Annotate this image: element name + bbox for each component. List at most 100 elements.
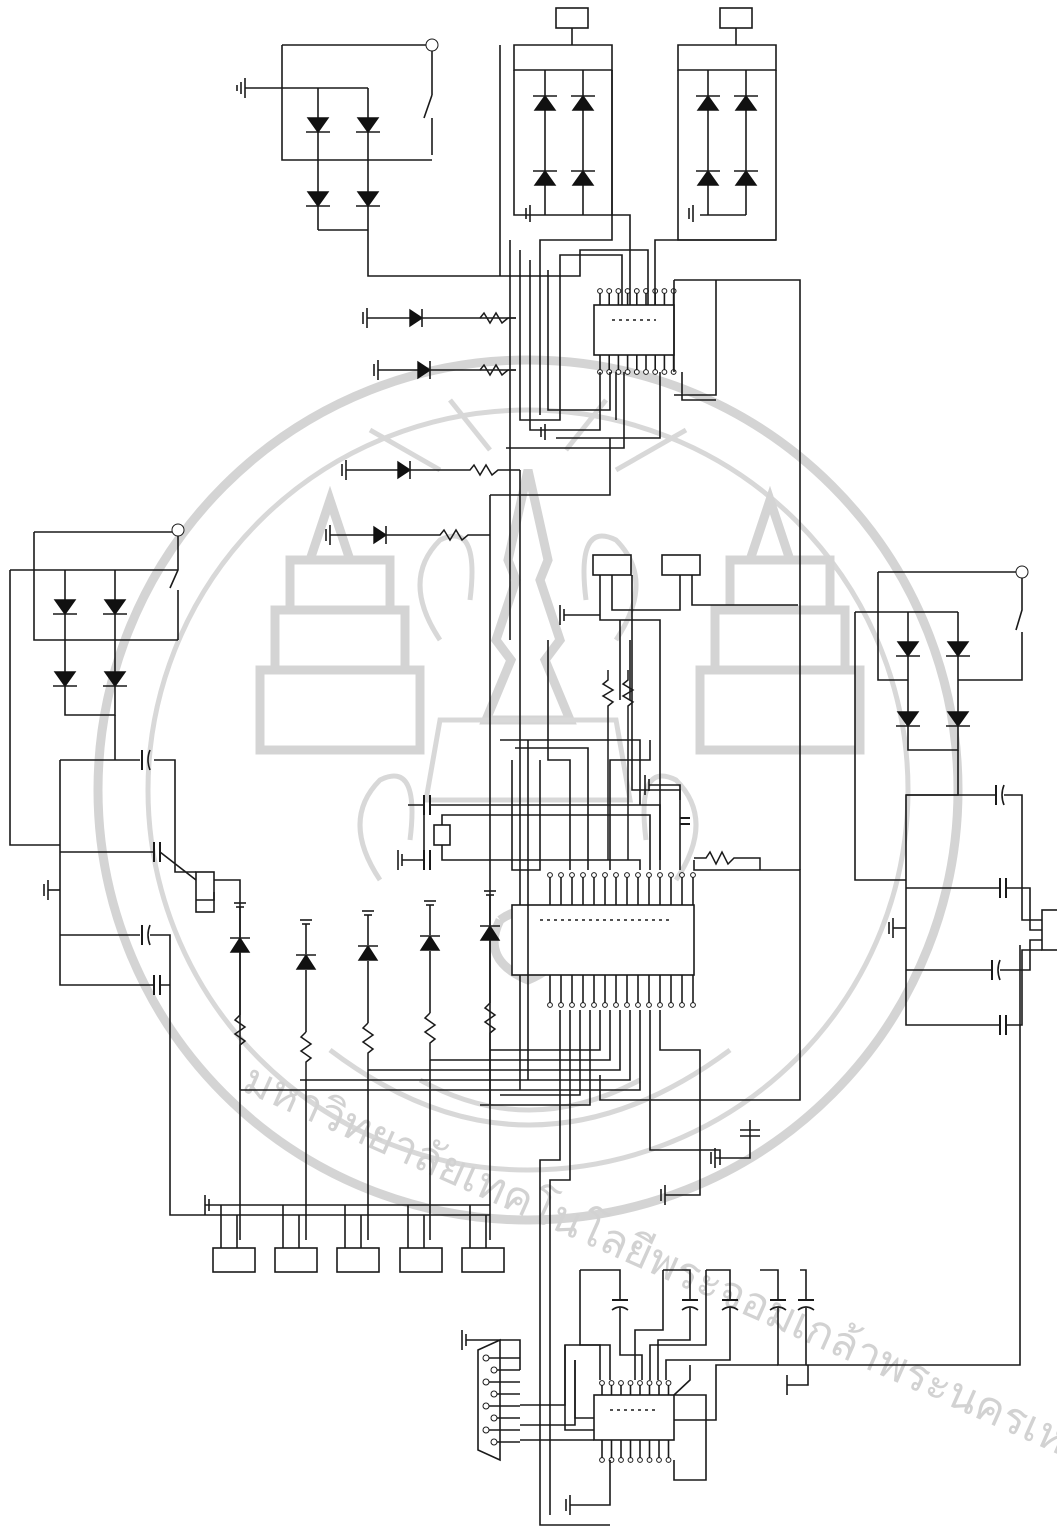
- ic-pin-head: [679, 872, 685, 878]
- relay-connectors: [204, 1195, 505, 1273]
- capacitor-icon: [611, 1306, 629, 1311]
- ic-pin-head: [635, 872, 641, 878]
- ic-pin-head: [597, 288, 603, 294]
- resistor-icon: [361, 1022, 375, 1070]
- serial-ic: [564, 1269, 815, 1515]
- ic-pin-head: [613, 872, 619, 878]
- input-connector: [719, 7, 753, 29]
- input-connector: [555, 7, 589, 29]
- ic-pin-head: [580, 1002, 586, 1008]
- bridge-rectifier-top-right: [677, 7, 777, 241]
- ic-pin-head: [624, 369, 631, 375]
- ic-pin-head: [602, 872, 608, 878]
- db9-pin: [482, 1402, 490, 1410]
- led-icon: [362, 308, 516, 328]
- ic-pin-head: [656, 1380, 662, 1386]
- db9-serial-connector: [461, 1330, 601, 1462]
- led-icon: [341, 460, 520, 480]
- ic-pin-head: [646, 1002, 652, 1008]
- ic-pin-head: [668, 1002, 674, 1008]
- ic-pin-head: [608, 1380, 615, 1386]
- terminal-icon: [171, 523, 185, 537]
- ic-pin-head: [599, 1380, 605, 1386]
- ic-pin-head: [633, 288, 640, 294]
- ic-pin-head: [599, 1457, 605, 1463]
- ic-pin-head: [668, 872, 674, 878]
- capacitor-icon: [797, 1306, 815, 1311]
- relay-connector: [336, 1247, 380, 1273]
- db9-pin: [490, 1366, 498, 1374]
- ic-pin-head: [547, 1002, 553, 1008]
- led-icon: [357, 944, 379, 961]
- ic-pin-head: [606, 288, 613, 294]
- driver-ic-top: [480, 45, 801, 870]
- relay-lead: [469, 1205, 487, 1248]
- ic-pin-head: [633, 369, 640, 375]
- ic-pin-head: [656, 1457, 662, 1463]
- ic-pin-head: [580, 872, 586, 878]
- sensor-led-chain: [295, 919, 317, 1240]
- ic-pin-head: [646, 1457, 653, 1463]
- ic-pin-head: [624, 1002, 630, 1008]
- voltage-regulator: [1041, 909, 1057, 951]
- ic-pin-head: [637, 1457, 643, 1463]
- ic-pin-head: [646, 1380, 653, 1386]
- ic-pin-head: [624, 872, 630, 878]
- ic-pin-head: [618, 1457, 624, 1463]
- input-sensor-leds: [229, 890, 501, 1240]
- bridge-rectifier-top-center: [513, 7, 613, 222]
- led-icon: [419, 934, 441, 951]
- ic-pin-head: [627, 1380, 634, 1386]
- resistor-icon: [483, 1002, 497, 1050]
- relay-connector: [399, 1247, 443, 1273]
- led-icon: [295, 953, 317, 970]
- ic-pin-head: [558, 1002, 564, 1008]
- led-icon: [229, 936, 251, 953]
- ic-pin-head: [665, 1457, 672, 1463]
- ic-pin-head: [652, 369, 659, 375]
- db9-pin: [490, 1390, 498, 1398]
- ic-pin-head: [547, 872, 553, 878]
- capacitor-icon: [769, 1306, 787, 1311]
- ic-pin-head: [635, 1002, 641, 1008]
- sensor-led-chain: [357, 910, 379, 1240]
- voltage-regulator: [195, 871, 215, 913]
- db9-pin: [482, 1378, 490, 1386]
- ic-pin-head: [618, 1380, 624, 1386]
- sensor-led-chain: [229, 902, 251, 1240]
- ic-pin-head: [569, 1002, 575, 1008]
- resistor-icon: [423, 1012, 437, 1060]
- relay-lead: [282, 1205, 300, 1248]
- crystal-oscillator: [397, 795, 661, 870]
- ic-pin-head: [679, 1002, 685, 1008]
- relay-connector: [461, 1247, 505, 1273]
- ic-pin-head: [665, 1380, 672, 1386]
- relay-connector: [274, 1247, 318, 1273]
- relay-connector: [212, 1247, 256, 1273]
- capacitor-icon: [681, 1306, 699, 1311]
- ic-pin-head: [661, 369, 668, 375]
- chip-label-marks: [540, 319, 670, 1411]
- ic-pin-head: [657, 1002, 663, 1008]
- led-icon: [479, 924, 501, 941]
- ic-pin-head: [643, 369, 649, 375]
- relay-lead: [220, 1205, 238, 1248]
- ic-pin-head: [591, 1002, 597, 1008]
- reset-circuit: [559, 554, 798, 870]
- ic-pin-head: [690, 1002, 696, 1008]
- db9-pin: [482, 1426, 490, 1434]
- ic-pin-head: [613, 1002, 619, 1008]
- ic-pin-head: [646, 872, 652, 878]
- ic-pin-head: [627, 1457, 634, 1463]
- resistor-icon: [299, 1031, 313, 1080]
- bridge-rectifier-left: [9, 523, 185, 846]
- connector-header: [592, 554, 632, 576]
- ic-pin-head: [657, 872, 663, 878]
- db9-pin: [490, 1438, 498, 1446]
- terminal-icon: [425, 38, 439, 52]
- sensor-led-chain: [479, 890, 501, 1240]
- ic-pin-head: [615, 288, 622, 294]
- bridge-rectifier-top-left: [236, 38, 500, 277]
- ic-pin-head: [602, 1002, 608, 1008]
- ic-pin-head: [569, 872, 575, 878]
